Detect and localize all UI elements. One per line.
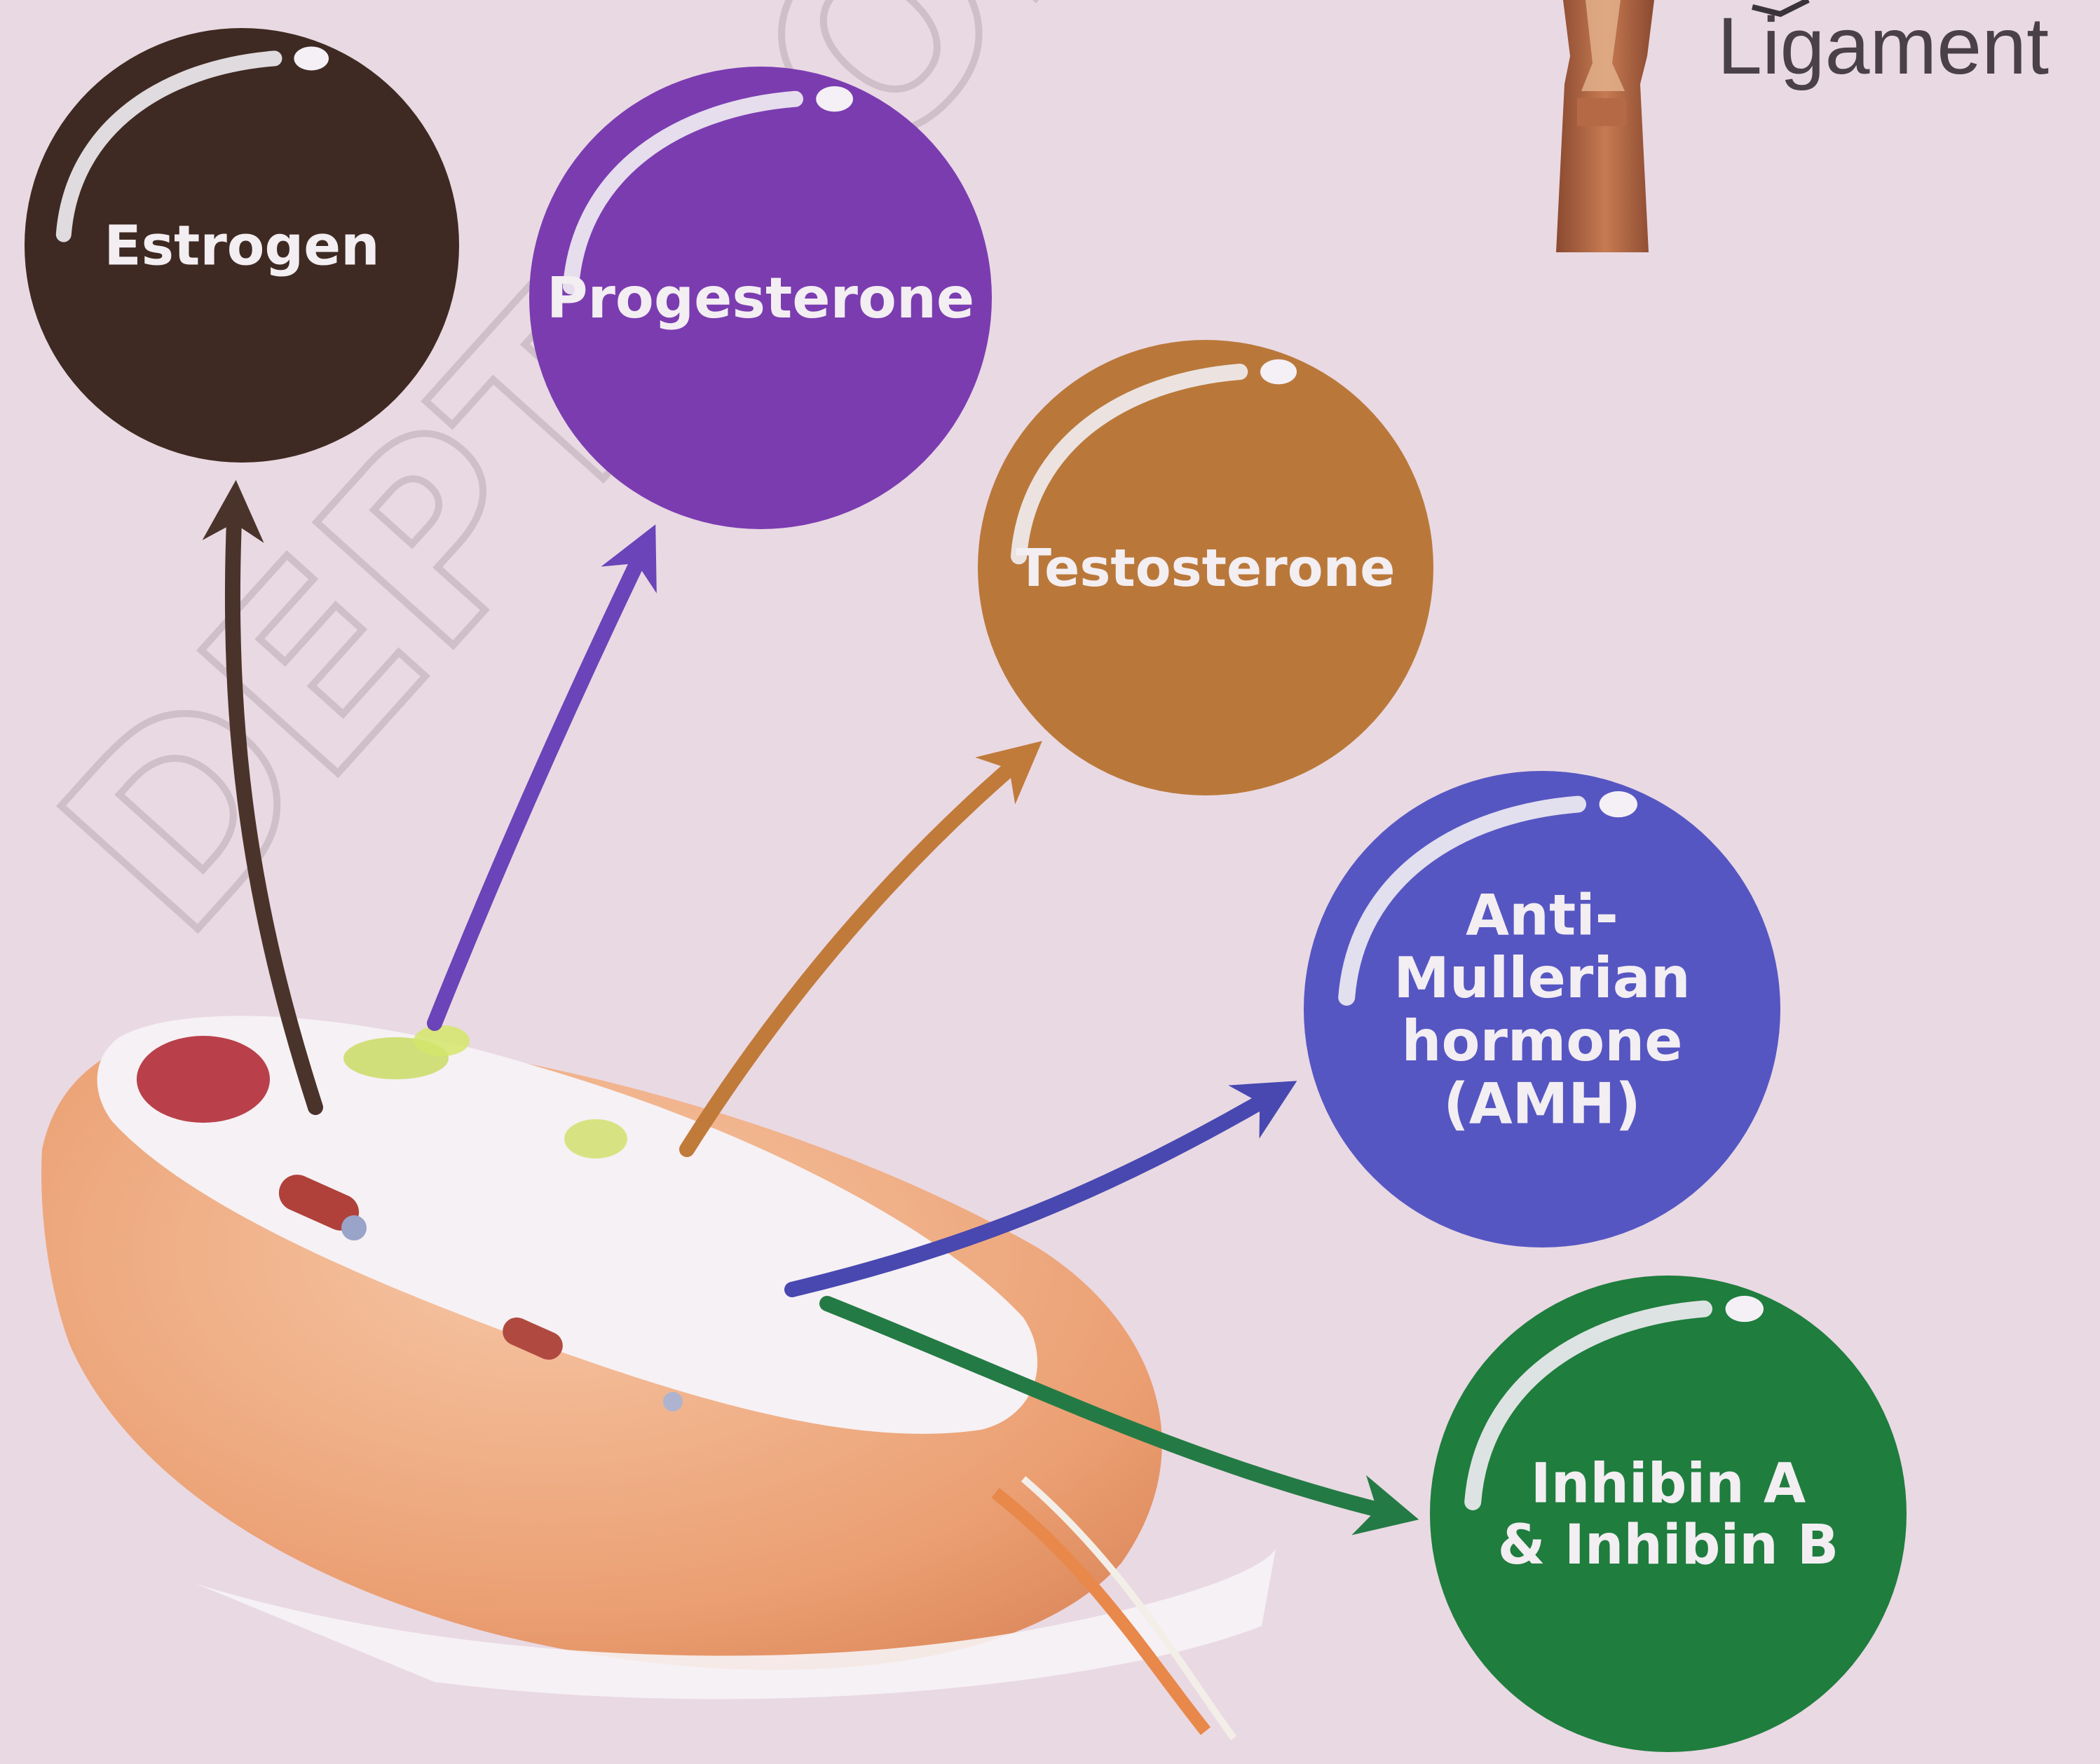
inhibin-circle: Inhibin A& Inhibin B (1430, 1276, 1907, 1752)
testosterone-circle: Testosterone (978, 340, 1433, 795)
estrogen-gloss-dot (294, 46, 329, 70)
ligament-label: Ligament (1717, 1, 2049, 91)
inhibin-gloss-dot (1726, 1296, 1764, 1322)
follicle-2 (414, 1025, 470, 1056)
testosterone-gloss-dot (1260, 360, 1297, 385)
estrogen-circle: Estrogen (25, 28, 459, 463)
progesterone-gloss-dot (816, 86, 853, 111)
follicle-7 (663, 1392, 683, 1411)
estrogen-label-line: Estrogen (104, 214, 379, 278)
progesterone-circle: Progesterone (529, 67, 992, 529)
amh-gloss-dot (1600, 791, 1637, 817)
amh-label-line: Anti- (1466, 883, 1618, 948)
progesterone-label-line: Progesterone (547, 266, 974, 331)
inhibin-label-line: Inhibin A (1531, 1453, 1806, 1516)
arrow-to-testosterone (687, 757, 1023, 1149)
ligament-illustration (1556, 0, 1654, 252)
corpus-luteum (137, 1036, 270, 1123)
amh-label-line: hormone (1402, 1009, 1683, 1074)
follicle-5 (341, 1215, 367, 1240)
amh-label-line: (AMH) (1443, 1071, 1641, 1136)
amh-label-line: Mullerian (1393, 945, 1690, 1011)
follicle-3 (564, 1119, 627, 1158)
inhibin-label-line: & Inhibin B (1498, 1514, 1839, 1577)
testosterone-label-line: Testosterone (1016, 538, 1396, 599)
ovary-illustration (41, 1016, 1276, 1738)
